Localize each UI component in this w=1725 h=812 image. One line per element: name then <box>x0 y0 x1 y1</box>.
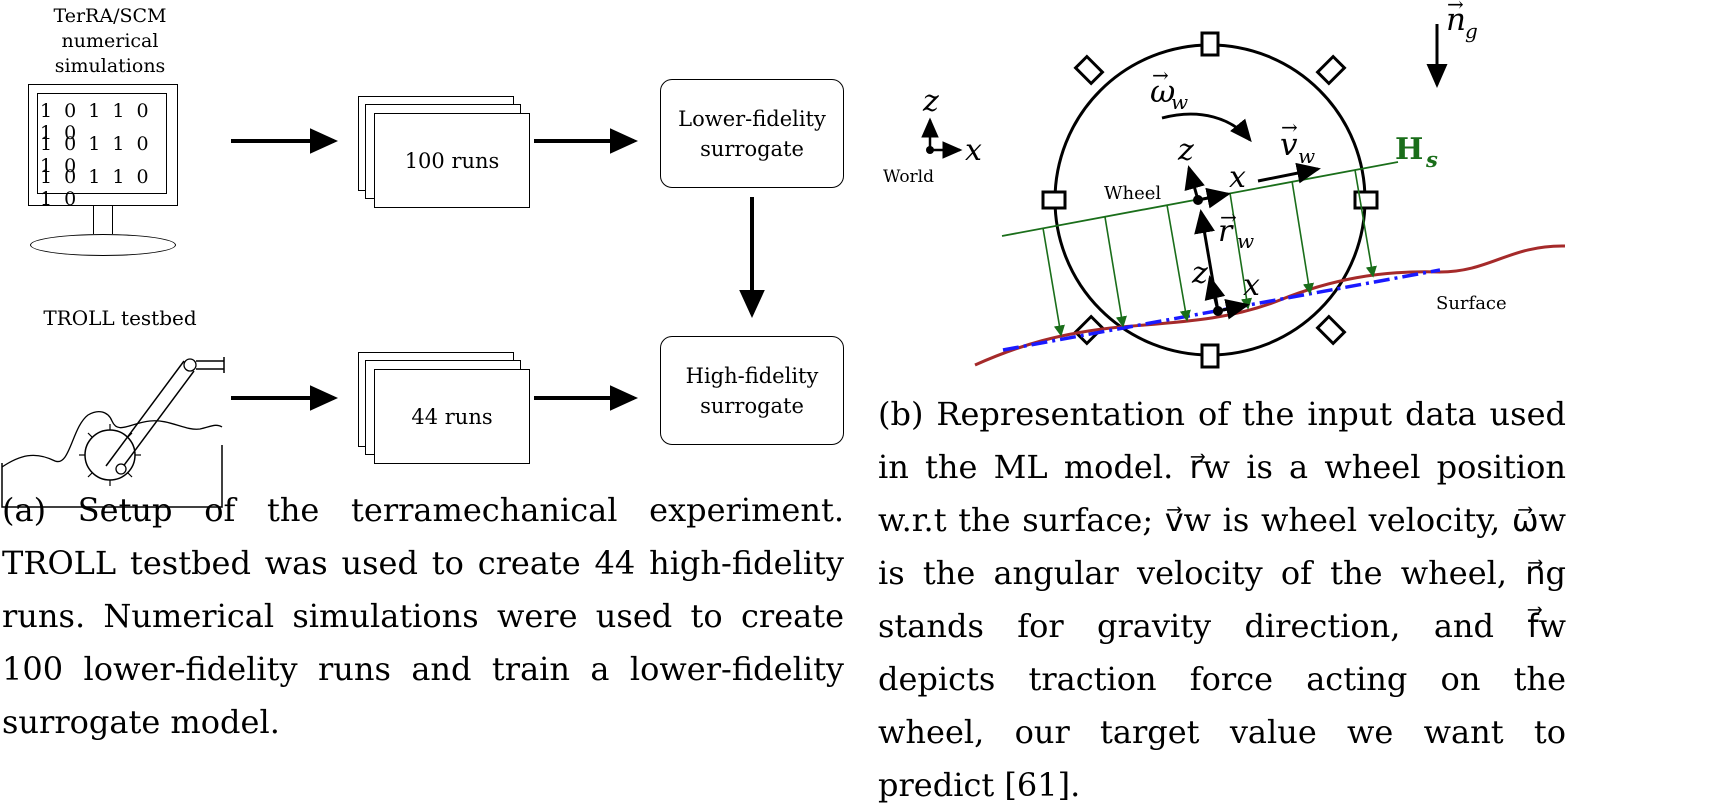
wheel-z-label: z <box>1177 133 1194 168</box>
binary-row: 1 0 1 1 0 1 0 <box>40 133 152 177</box>
contact-x-label: x <box>1243 268 1260 303</box>
caption-b: (b) Representation of the input data use… <box>878 395 1566 804</box>
testbed-label: TROLL testbed <box>43 306 197 330</box>
wheel-grousers <box>1041 31 1379 369</box>
svg-text:→: → <box>1281 115 1298 139</box>
r-sub: w <box>1237 229 1254 253</box>
high-fidelity-surrogate-box: High-fidelity surrogate <box>660 336 844 445</box>
world-x-label: x <box>965 133 982 168</box>
svg-text:→: → <box>1152 63 1169 87</box>
runs-top-label: 100 runs <box>374 113 530 208</box>
contact-z-label: z <box>1191 256 1208 291</box>
world-frame-icon <box>921 117 963 159</box>
omega-label: ω <box>1150 74 1175 110</box>
surface-label: Surface <box>1436 293 1507 314</box>
hs-label: H <box>1395 132 1423 167</box>
n-sub: g <box>1465 19 1478 43</box>
lower-fidelity-surrogate-box: Lower-fidelity surrogate <box>660 79 844 188</box>
fit-line <box>1002 268 1441 352</box>
world-z-label: z <box>922 84 939 119</box>
wheel-x-label: x <box>1229 160 1246 195</box>
world-label: World <box>883 167 934 187</box>
binary-row: 1 0 1 1 0 1 0 <box>40 166 152 210</box>
omega-sub: w <box>1171 90 1188 114</box>
binary-row: 1 0 1 1 0 1 0 <box>40 100 152 144</box>
v-label: v <box>1280 127 1298 163</box>
n-label: n <box>1446 2 1466 38</box>
high-surrogate-label: High-fidelity surrogate <box>685 363 819 418</box>
lower-surrogate-label: Lower-fidelity surrogate <box>678 106 826 161</box>
caption-a: (a) Setup of the terramechanical experim… <box>2 491 844 741</box>
hs-sub: s <box>1425 147 1438 172</box>
r-label: r <box>1218 214 1234 249</box>
svg-text:→: → <box>1220 205 1237 229</box>
flow-arrows <box>231 128 765 411</box>
wheel-label: Wheel <box>1104 183 1161 204</box>
svg-text:→: → <box>1447 0 1464 16</box>
surface-curve <box>974 244 1566 367</box>
wheel-icon <box>1053 43 1367 357</box>
troll-testbed-icon <box>1 357 225 508</box>
simulations-label: TerRA/SCM numerical simulations <box>53 5 167 77</box>
v-sub: w <box>1298 144 1315 168</box>
omega-arc-arrow <box>1161 112 1252 143</box>
runs-bottom-label: 44 runs <box>374 369 530 464</box>
wheel-diagram: z x World H s z x Wheel z x r <box>883 0 1566 369</box>
